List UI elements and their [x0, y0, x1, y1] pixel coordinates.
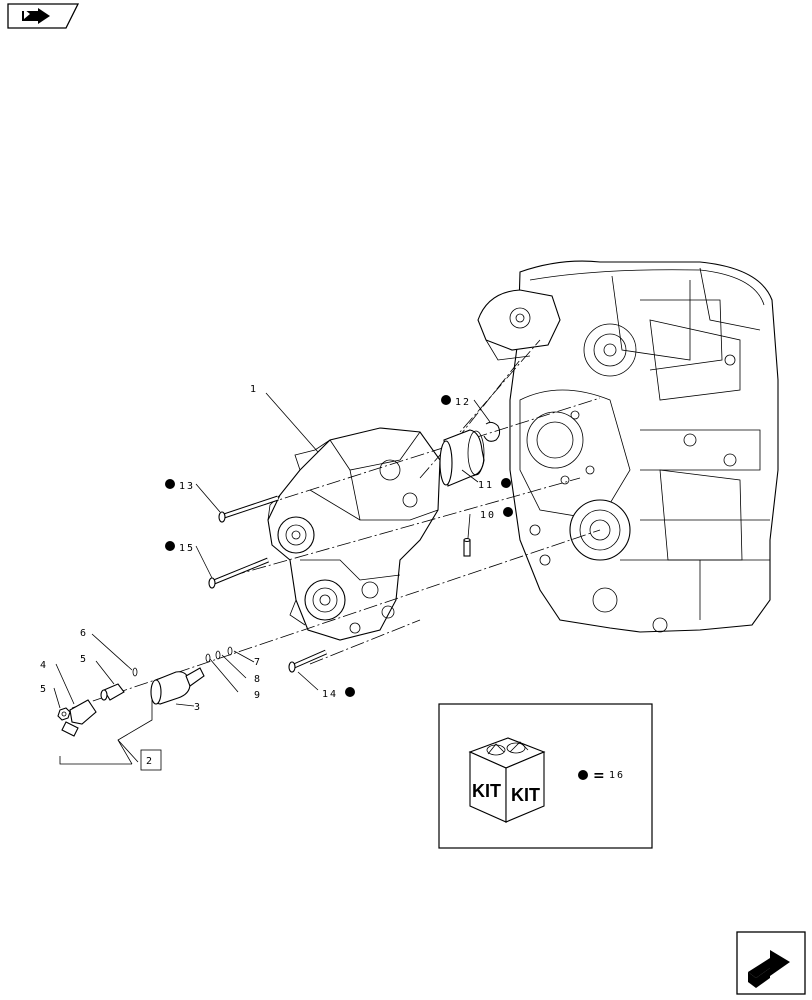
kit-legend: KIT KIT = 16: [438, 703, 653, 849]
callout-11: 11: [478, 480, 494, 491]
bullet-10: [503, 507, 513, 517]
nut-part-5: [57, 707, 71, 721]
kit-bullet-icon: [578, 770, 588, 780]
leader-lines: [53, 392, 491, 765]
callout-12: 12: [455, 397, 471, 408]
callout-4: 4: [40, 660, 48, 671]
callout-10: 10: [480, 510, 496, 521]
bullet-15: [165, 541, 175, 551]
callout-labels: 1 2 3 4 5 5 6 7 8 9 10 11 12 13 14 15: [40, 384, 513, 771]
connector-part-4: [61, 699, 97, 737]
kit-label-right: KIT: [511, 785, 540, 805]
bolt-part-13: [218, 495, 279, 523]
bolt-part-14: [288, 649, 328, 673]
bullet-14: [345, 687, 355, 697]
bullet-12: [441, 395, 451, 405]
kit-ref-number: 16: [609, 770, 625, 781]
kit-box-icon: KIT KIT: [468, 737, 546, 823]
dowel-pin-part: [463, 537, 471, 557]
callout-13: 13: [179, 481, 195, 492]
fitting-part-5: [100, 683, 125, 701]
o-rings-part: [205, 646, 233, 663]
callout-3: 3: [194, 702, 202, 713]
bullet-11: [501, 478, 511, 488]
kit-equals: =: [593, 768, 605, 784]
ring-part-6: [132, 667, 138, 677]
sleeve-part: [439, 429, 485, 487]
callout-2: 2: [146, 756, 154, 767]
book-arrow-icon[interactable]: [7, 3, 80, 29]
snap-ring-part: [483, 421, 501, 442]
bullet-13: [165, 479, 175, 489]
bolt-part-15: [208, 557, 269, 589]
callout-1: 1: [250, 384, 258, 395]
transmission-housing: [477, 260, 779, 633]
callout-9: 9: [254, 690, 262, 701]
callout-14: 14: [322, 689, 338, 700]
callout-15: 15: [179, 543, 195, 554]
callout-2-box: [140, 749, 162, 771]
callout-5-lower: 5: [40, 684, 48, 695]
solenoid-part: [150, 667, 205, 705]
callout-5-upper: 5: [80, 654, 88, 665]
next-page-arrow-icon[interactable]: [736, 931, 806, 995]
callout-6: 6: [80, 628, 88, 639]
kit-label-left: KIT: [472, 781, 501, 801]
callout-8: 8: [254, 674, 262, 685]
callout-7: 7: [254, 657, 262, 668]
valve-body-assembly: [267, 427, 441, 641]
